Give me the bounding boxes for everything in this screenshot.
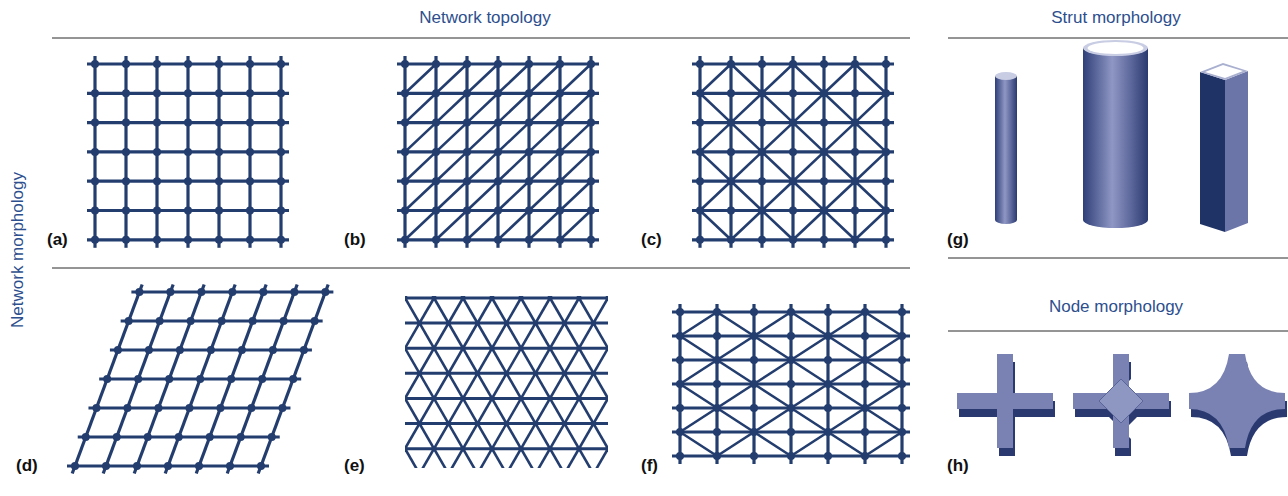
- lattice-drawings: [58, 56, 910, 496]
- panel-letter: (b): [344, 230, 366, 250]
- strut-shapes: [995, 40, 1248, 232]
- node-shapes: [957, 354, 1287, 456]
- panel-letter: (h): [947, 456, 969, 476]
- divider-lines: [52, 38, 1288, 331]
- panel-letter: (e): [344, 456, 365, 476]
- panel-letter: (d): [16, 456, 38, 476]
- panel-letter: (a): [47, 230, 68, 250]
- panel-letter: (g): [947, 230, 969, 250]
- section-heading: Strut morphology: [1051, 8, 1180, 28]
- panel-letter: (c): [641, 230, 662, 250]
- section-heading: Node morphology: [1049, 297, 1183, 317]
- section-heading: Network topology: [419, 8, 550, 28]
- row-heading: Network morphology: [8, 172, 28, 328]
- panel-letter: (f): [641, 456, 658, 476]
